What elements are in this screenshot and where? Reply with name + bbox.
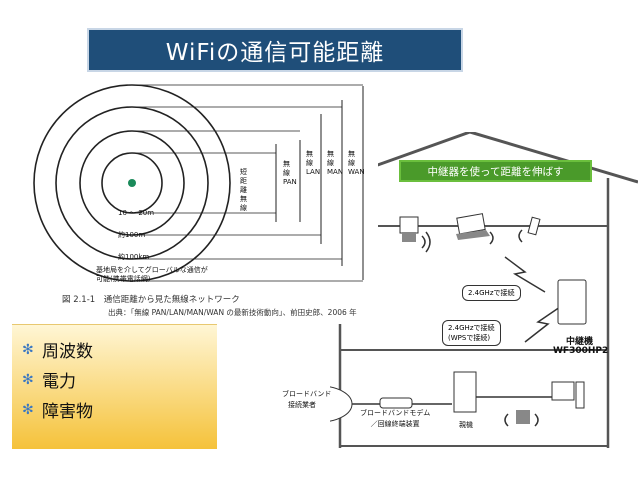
smartphone-icon [527,216,541,236]
modem-icon [379,397,413,409]
bullet-item-power: ✻ 電力 [22,367,76,393]
label-man: 無線MAN [327,150,344,176]
bullet-item-obstacles: ✻ 障害物 [22,397,93,423]
repeater-model-label: WF300HP2 [553,346,609,356]
bullet-text: 周波数 [42,342,93,362]
modem-label-line2: ／回線終端装置 [370,420,420,428]
label-pan: 無線PAN [283,160,297,186]
bullet-asterisk-icon: ✻ [22,401,34,418]
house-network-illustration [330,132,638,448]
label-lan: 無線LAN [306,150,321,176]
laptop-icon [456,213,490,240]
bullet-list-box: ✻ 周波数 ✻ 電力 ✻ 障害物 [12,324,217,449]
router-icon [453,371,477,413]
modem-label: ブロードバンドモデム ／回線終端装置 [360,408,430,430]
figure-caption: 図 2.1-1 通信距離から見た無線ネットワーク [62,295,240,305]
bubble-wps-line1: 2.4GHzで接続 [448,324,495,332]
label-base-station-note: 基地局を介してグローバルな通信が可能(携帯電話網) [96,266,208,283]
isp-label-line1: ブロードバンド [282,390,332,398]
slide-title-box: WiFiの通信可能距離 [87,28,463,72]
slide-title: WiFiの通信可能距離 [165,40,385,66]
repeater-label: 中継機 [566,337,594,347]
label-ring-10-20m: 10 ～ 20m [118,209,155,217]
bullet-text: 障害物 [42,402,93,422]
bottom-desktop-pc-icon [551,381,585,409]
modem-label-line1: ブロードバンドモデム [360,409,431,417]
bubble-connection-wps: 2.4GHzで接続 (WPSで接続) [442,320,501,346]
house-caption-badge: 中継器を使って距離を伸ばす [399,160,592,182]
isp-label-line2: 接続業者 [288,401,316,409]
desktop-pc-icon [399,216,419,242]
router-label: 親機 [459,421,473,429]
figure-source: 出典：「無線 PAN/LAN/MAN/WAN の最新技術動向」、前田史郎、200… [108,308,357,317]
bubble-wps-line2: (WPSで接続) [448,334,491,342]
repeater-device-icon [557,279,587,325]
label-wan: 無線WAN [348,150,365,176]
bubble-connection-24ghz: 2.4GHzで接続 [462,285,521,301]
bullet-text: 電力 [42,372,76,392]
bottom-handheld-icon [516,410,530,424]
label-short-range: 短距離無線 [240,168,247,212]
label-ring-100m: 約100m [118,231,146,239]
wireless-range-diagram: 短距離無線 無線PAN 無線LAN 無線MAN 無線WAN 10 ～ 20m 約… [18,80,378,324]
bullet-item-frequency: ✻ 周波数 [22,337,93,363]
bullet-asterisk-icon: ✻ [22,371,34,388]
isp-cloud-icon [330,386,353,422]
label-ring-100km: 約100km [118,253,150,261]
isp-label: ブロードバンド 接続業者 [282,389,332,411]
bullet-asterisk-icon: ✻ [22,341,34,358]
center-point-icon [128,179,136,187]
range-circles-svg [33,84,364,282]
